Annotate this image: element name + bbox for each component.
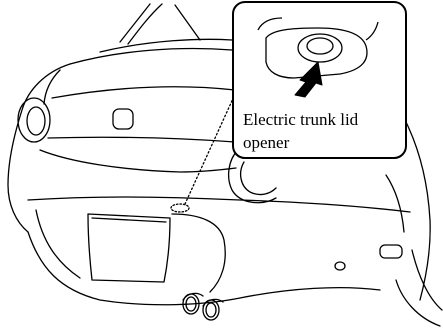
left-fender [8, 64, 70, 232]
right-tire-inner [412, 250, 442, 310]
bumper-lower-line [28, 232, 380, 305]
bumper-groove [172, 214, 225, 292]
right-body-side [405, 120, 430, 300]
callout-leader-line [185, 92, 236, 204]
right-tail-lamp-inner [241, 162, 276, 195]
trunk-lid-lower-line [48, 137, 235, 142]
trunk-lid-top-line [52, 87, 235, 98]
license-plate-inner [92, 218, 166, 222]
exhaust-pipe-right-inner [206, 303, 216, 317]
right-bumper-dot [335, 262, 345, 270]
callout-label-line2: opener [243, 133, 290, 152]
left-fender-inner [44, 70, 60, 104]
opener-location-marker [171, 204, 189, 212]
rear-emblem [113, 109, 133, 129]
window-inner-line [175, 5, 200, 40]
right-reflector [380, 245, 402, 258]
license-plate-recess [88, 214, 170, 282]
right-body-inner [386, 175, 404, 232]
roof-line [120, 4, 150, 42]
trunk-deck-edge [70, 49, 232, 64]
trunk-lid-bottom-edge [40, 150, 236, 172]
right-tire [396, 280, 440, 326]
bumper-upper-line [28, 197, 410, 212]
callout-label-line1: Electric trunk lid [243, 110, 359, 129]
left-tail-lamp-inner [27, 107, 45, 135]
callout-box: Electric trunk lid opener [233, 2, 406, 158]
lower-left-diffuser [36, 210, 80, 278]
